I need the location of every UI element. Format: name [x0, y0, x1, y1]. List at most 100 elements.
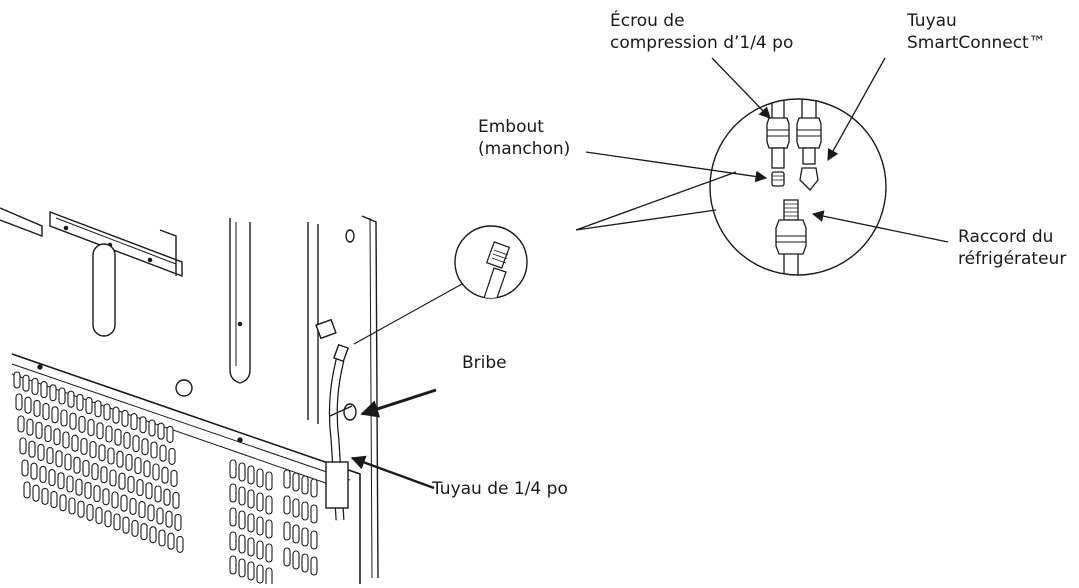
grille-slot	[265, 471, 273, 491]
grille-slot	[82, 459, 90, 477]
grille-slot	[80, 437, 88, 455]
grille-slot	[109, 469, 117, 487]
grille-slot	[256, 516, 264, 536]
label-insert-sleeve-line2: (manchon)	[478, 139, 571, 159]
grille-slot	[48, 469, 56, 487]
grille-slot	[64, 453, 72, 471]
grille-slot	[147, 504, 155, 522]
grille-slot	[93, 485, 101, 503]
grille-slot	[247, 513, 255, 533]
grille-slot	[141, 438, 149, 456]
grille-slot	[105, 425, 113, 443]
grille-slot	[265, 543, 273, 563]
grille-slot	[22, 374, 30, 392]
grille-slot	[145, 482, 153, 500]
grille-slot	[32, 484, 40, 502]
grille-slot	[95, 507, 103, 525]
grille-slot	[114, 428, 122, 446]
grille-slot	[238, 462, 246, 482]
grille-slot	[165, 510, 173, 528]
grille-slot	[247, 465, 255, 485]
grille-slot	[59, 494, 67, 512]
grille-slot	[118, 472, 126, 490]
grille-slot	[86, 503, 94, 521]
grille-slot	[154, 485, 162, 503]
grille-slot	[127, 475, 135, 493]
grille-slot	[292, 472, 300, 492]
grille-slot	[31, 377, 39, 395]
grille-slot	[292, 498, 300, 518]
grille-slot	[140, 523, 148, 541]
grille-slot	[292, 524, 300, 544]
grille-slot	[78, 415, 86, 433]
grille-slot	[53, 428, 61, 446]
grille-slot	[136, 479, 144, 497]
grille-slot	[21, 459, 29, 477]
grille-slot	[129, 497, 137, 515]
grille-slot	[44, 425, 52, 443]
grille-slot	[58, 387, 66, 405]
grille-slot	[156, 507, 164, 525]
grille-slot	[150, 441, 158, 459]
grille-slot	[49, 384, 57, 402]
label-fridge-fitting-line2: réfrigérateur	[958, 249, 1067, 269]
grille-slot	[310, 478, 318, 498]
grille-slot	[13, 371, 21, 389]
grille-slot	[238, 510, 246, 530]
grille-slot	[139, 416, 147, 434]
grille-slot	[103, 403, 111, 421]
grille-slot	[247, 561, 255, 581]
grille-slot	[24, 396, 32, 414]
grille-slot	[73, 456, 81, 474]
grille-slot	[96, 422, 104, 440]
grille-slot	[71, 434, 79, 452]
grille-slot	[26, 418, 34, 436]
grille-slot	[132, 435, 140, 453]
grille-slot	[69, 412, 77, 430]
fitting-detail-large	[709, 98, 887, 276]
label-fridge-fitting-line1: Raccord du	[958, 227, 1054, 247]
grille-slot	[174, 513, 182, 531]
grille-slot	[113, 513, 121, 531]
grille-slot	[40, 381, 48, 399]
grille-slot	[167, 532, 175, 550]
grille-slot	[247, 489, 255, 509]
grille-slot	[28, 440, 36, 458]
grille-slot	[283, 495, 291, 515]
grille-slot	[172, 491, 180, 509]
grille-slot	[39, 465, 47, 483]
grille-slot	[229, 483, 237, 503]
grille-slot	[98, 444, 106, 462]
grille-slot	[158, 529, 166, 547]
grille-slot	[125, 453, 133, 471]
grille-slot	[121, 409, 129, 427]
grille-slot	[292, 550, 300, 570]
grille-slot	[301, 553, 309, 573]
grille-slot	[176, 535, 184, 553]
grille-slot	[229, 531, 237, 551]
grille-slot	[60, 409, 68, 427]
grille-slot	[76, 393, 84, 411]
grille-slot	[23, 481, 31, 499]
grille-slot	[229, 555, 237, 575]
grille-slot	[19, 437, 27, 455]
vent-grille	[13, 371, 318, 587]
grille-slot	[256, 540, 264, 560]
grille-slot	[51, 406, 59, 424]
grille-slot	[102, 488, 110, 506]
refrigerator-back-panel	[0, 207, 379, 584]
grille-slot	[107, 447, 115, 465]
grille-slot	[301, 527, 309, 547]
grille-slot	[66, 475, 74, 493]
grille-slot	[37, 443, 45, 461]
water-tube-assembly	[315, 318, 357, 521]
grille-slot	[265, 495, 273, 515]
grille-slot	[283, 547, 291, 567]
label-smartconnect-tube-line2: SmartConnect™	[907, 33, 1046, 53]
grille-slot	[42, 403, 50, 421]
grille-slot	[85, 397, 93, 415]
grille-slot	[77, 500, 85, 518]
grille-slot	[112, 406, 120, 424]
grille-slot	[50, 491, 58, 509]
grille-slot	[122, 516, 130, 534]
